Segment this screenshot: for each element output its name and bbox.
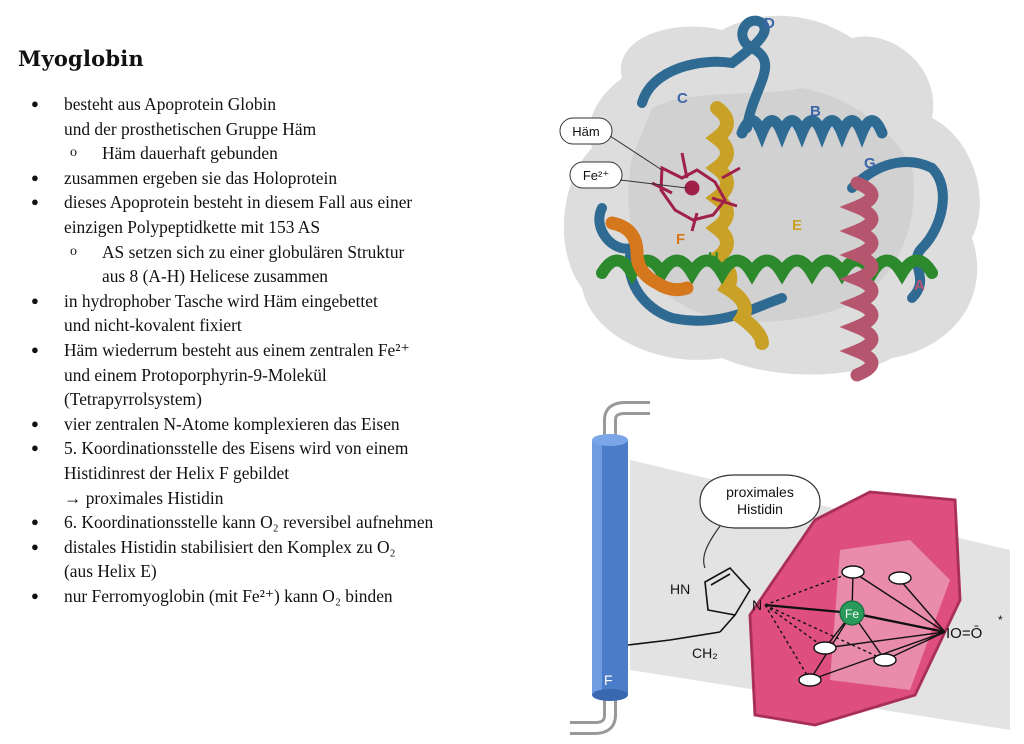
- sub-bullet-text: aus 8 (A-H) Helicese zusammen: [102, 266, 328, 287]
- sub-bullet-item: o AS setzen sich zu einer globulären Stru…: [18, 240, 548, 289]
- proximal-histidine-bubble: [699, 474, 821, 529]
- atom-fe: Fe: [845, 607, 859, 621]
- page-title: Myoglobin: [18, 46, 144, 71]
- label-e: E: [792, 217, 802, 234]
- bullet-dot-icon: ●: [31, 96, 39, 111]
- bullet-item: ● besteht aus Apoprotein Globin und der pr…: [18, 92, 548, 141]
- bullet-item: ● 6. Koordinationsstelle kann O₂ reversib…: [18, 510, 548, 535]
- bullet-dot-icon: ●: [31, 194, 39, 210]
- bullet-list: ● besteht aus Apoprotein Globin und der pr…: [18, 92, 548, 608]
- atom-n: N: [752, 597, 762, 613]
- bullet-text: und nicht-kovalent fixiert: [64, 315, 242, 336]
- sub-bullet-text: AS setzen sich zu einer globulären Struk…: [102, 241, 405, 262]
- helix-e: [705, 101, 769, 350]
- fe-atom: [839, 600, 865, 626]
- label-h: H: [708, 249, 719, 266]
- label-fe: Fe²⁺: [583, 168, 609, 183]
- atom-star: *: [998, 613, 1003, 627]
- bullet-text: Histidinrest der Helix F gebildet: [64, 462, 290, 483]
- haem-callout: [559, 117, 613, 145]
- bullet-text: dieses Apoprotein besteht in diesem Fall…: [64, 192, 413, 213]
- sub-bullet-item: o Häm dauerhaft gebunden: [18, 141, 548, 166]
- helix-g: [847, 157, 948, 303]
- label-g: G: [864, 155, 876, 172]
- bullet-dot-icon: ●: [31, 587, 39, 603]
- loop-cd: [637, 15, 771, 133]
- label-d: D: [764, 15, 775, 32]
- bullet-text: (aus Helix E): [64, 561, 157, 582]
- bullet-text: und der prosthetischen Gruppe Häm: [64, 118, 317, 139]
- bullet-text: einzigen Polypeptidkette mit 153 AS: [64, 216, 321, 237]
- label-b: B: [810, 103, 821, 120]
- bullet-item: ● nur Ferromyoglobin (mit Fe²⁺) kann O₂ b…: [18, 584, 548, 609]
- heme-group: [651, 152, 741, 232]
- bullet-item: ● zusammen ergeben sie das Holoprotein: [18, 166, 548, 191]
- bullet-item: ● in hydrophober Tasche wird Häm eingebet…: [18, 289, 548, 338]
- bullet-text: distales Histidin stabilisiert den Kompl…: [64, 536, 396, 557]
- bullet-text: zusammen ergeben sie das Holoprotein: [64, 167, 338, 188]
- imidazole-ring: [627, 566, 751, 646]
- bullet-dot-icon: ●: [31, 514, 39, 530]
- bullet-dot-icon: ●: [31, 440, 39, 456]
- heme-coordination-figure: F proximales Histidin HN N CH₂: [570, 401, 1010, 735]
- bullet-dot-icon: ●: [31, 169, 39, 185]
- bullet-dot-icon: ●: [31, 341, 39, 357]
- nitrogen-atoms: [798, 565, 912, 687]
- bullet-dot-icon: ●: [31, 415, 39, 431]
- myoglobin-ribbon-figure: Häm Fe²⁺ D C B G E F H A: [559, 15, 980, 382]
- atom-hn: HN: [670, 581, 690, 597]
- fe-callout: [569, 161, 623, 189]
- bullet-dot-icon: ●: [31, 292, 39, 308]
- bubble-line-2: Histidin: [737, 501, 783, 517]
- label-c: C: [677, 90, 688, 107]
- helix-f-cylinder: [592, 434, 628, 701]
- bullet-text: 5. Koordinationsstelle des Eisens wird v…: [64, 438, 409, 459]
- atom-o2: IO=Ō: [946, 625, 982, 642]
- bullet-text: (Tetrapyrrolsystem): [64, 389, 202, 410]
- bullet-item: ● vier zentralen N-Atome komplexieren das…: [18, 412, 548, 437]
- sub-bullet-circle-icon: o: [70, 243, 77, 259]
- bullet-item: ● distales Histidin stabilisiert den Komp…: [18, 535, 548, 584]
- bullet-text: und einem Protoporphyrin-9-Molekül: [64, 364, 327, 385]
- sub-bullet-text: Häm dauerhaft gebunden: [102, 143, 278, 164]
- bullet-text: vier zentralen N-Atome komplexieren das …: [64, 413, 400, 434]
- bullet-text: → proximales Histidin: [64, 487, 224, 508]
- bubble-line-1: proximales: [726, 484, 794, 500]
- sub-bullet-circle-icon: o: [70, 145, 77, 161]
- bullet-item: ● Häm wiederrum besteht aus einem zentral…: [18, 338, 548, 412]
- bullet-item: ● dieses Apoprotein besteht in diesem Fal…: [18, 190, 548, 239]
- atom-ch2: CH₂: [692, 645, 718, 661]
- bullet-text: in hydrophober Tasche wird Häm eingebett…: [64, 290, 378, 311]
- helix-b: [736, 115, 888, 148]
- bullet-text: nur Ferromyoglobin (mit Fe²⁺) kann O₂ bi…: [64, 585, 393, 606]
- bullet-text: 6. Koordinationsstelle kann O₂ reversibe…: [64, 512, 434, 533]
- helix-a: [839, 176, 879, 382]
- label-haem: Häm: [572, 124, 599, 139]
- bullet-text: Häm wiederrum besteht aus einem zentrale…: [64, 339, 410, 360]
- bullet-item: ● 5. Koordinationsstelle des Eisens wird …: [18, 436, 548, 510]
- label-helix-f: F: [604, 672, 613, 688]
- label-a: A: [914, 277, 925, 294]
- helix-f: [605, 216, 694, 297]
- bullet-text: besteht aus Apoprotein Globin: [64, 94, 277, 114]
- bullet-dot-icon: ●: [31, 538, 39, 554]
- label-f: F: [676, 231, 685, 248]
